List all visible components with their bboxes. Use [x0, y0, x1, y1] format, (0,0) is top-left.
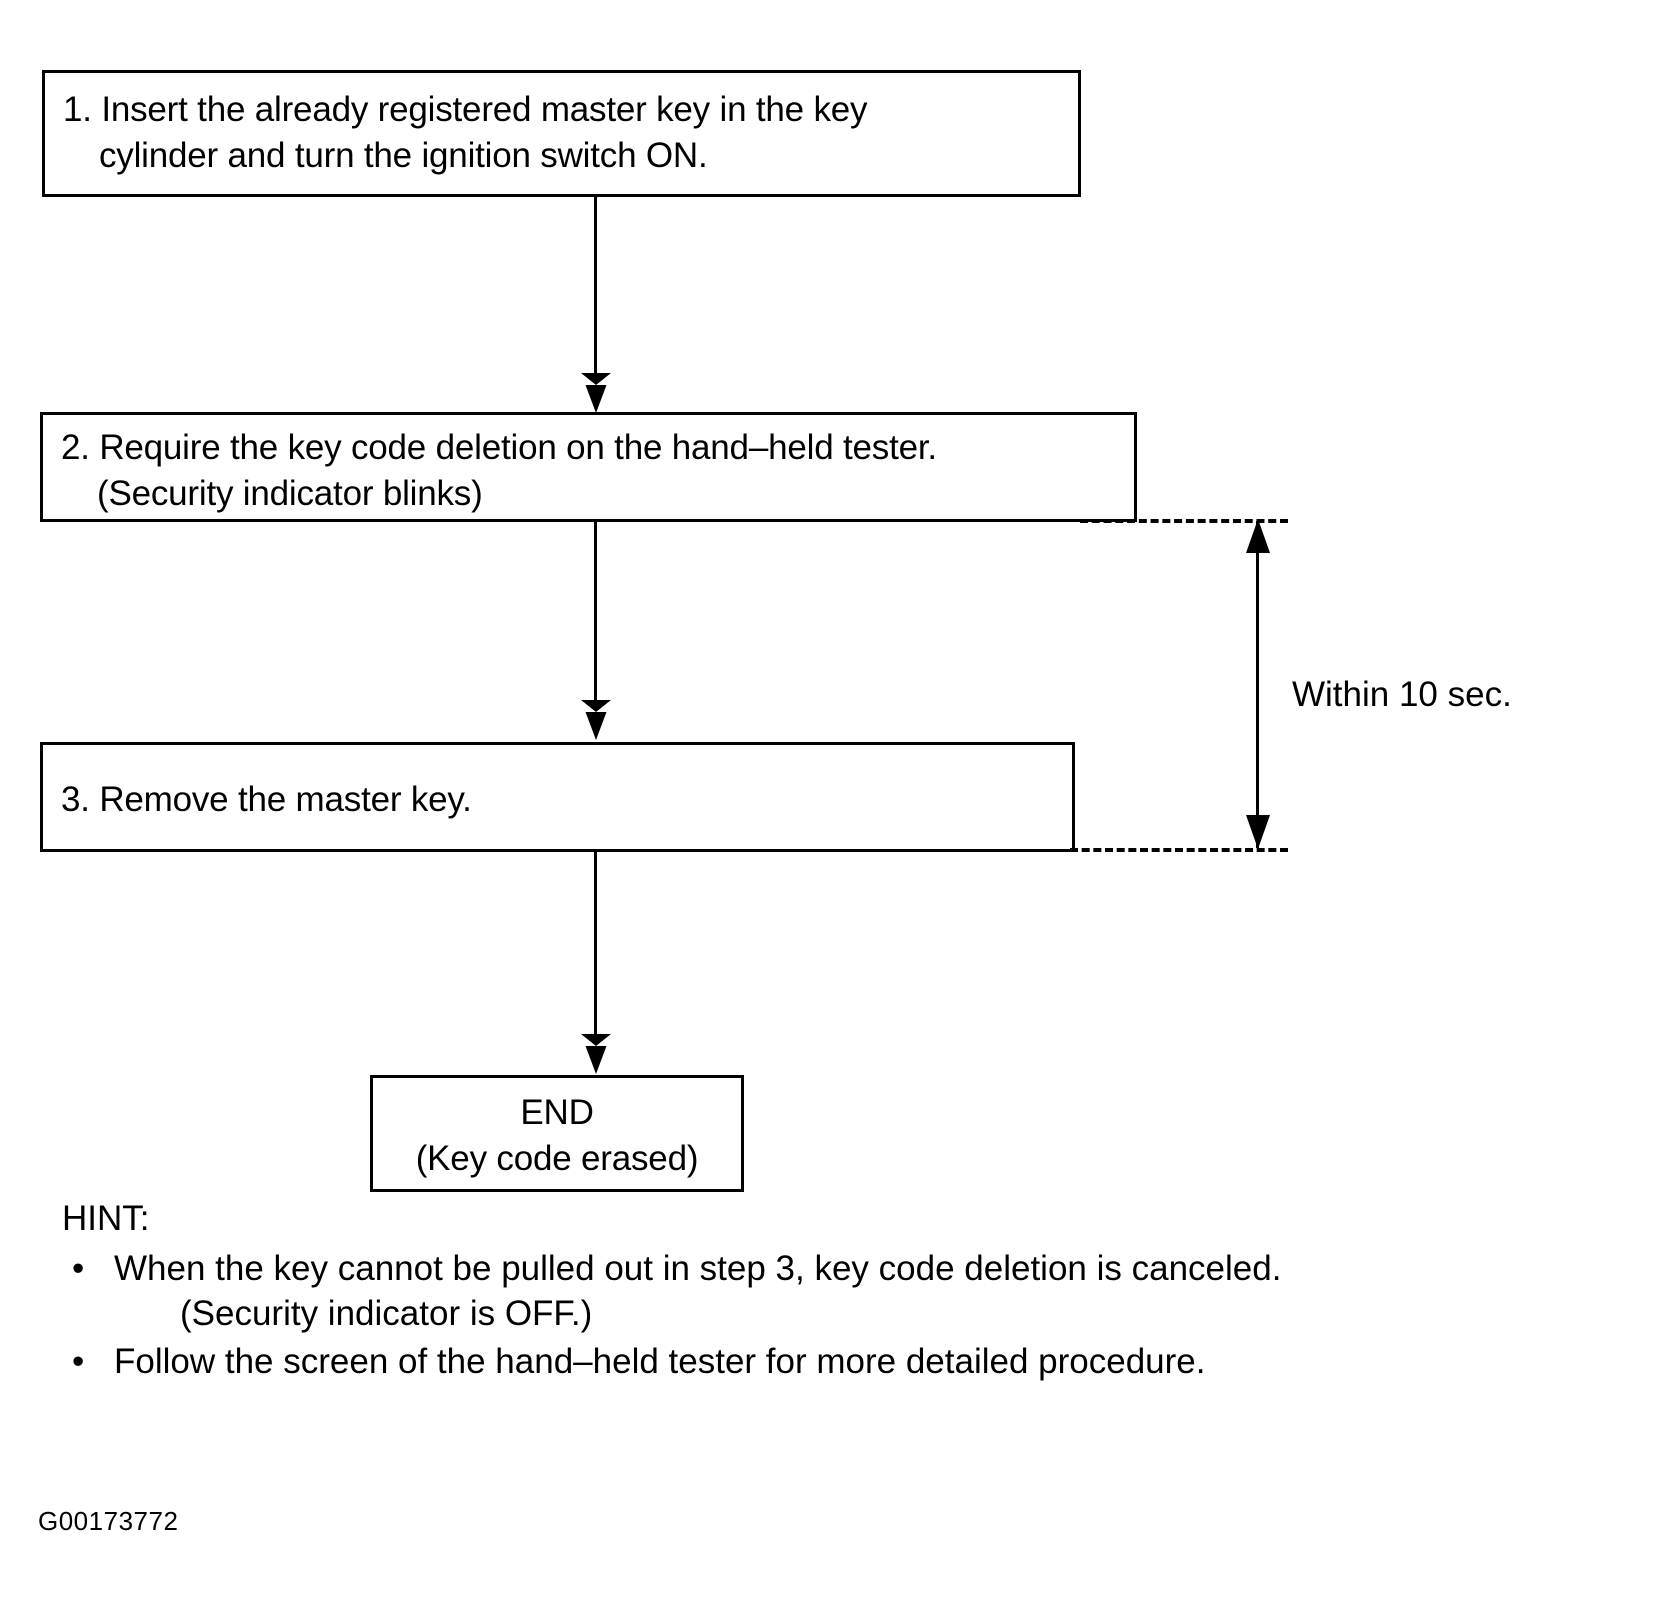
flowchart-node-end: END (Key code erased) — [370, 1075, 744, 1192]
bullet-icon: • — [72, 1341, 85, 1381]
hint-list-item: • Follow the screen of the hand–held tes… — [62, 1339, 1622, 1385]
arrow-notch-step1-step2 — [581, 373, 611, 385]
flowchart-node-step-1: 1. Insert the already registered master … — [42, 70, 1081, 197]
timing-leader-top-dashed-line — [1080, 519, 1288, 523]
bullet-icon: • — [72, 1248, 85, 1288]
step-3-line-1: 3. Remove the master key. — [61, 780, 472, 819]
hint-item-1-text: When the key cannot be pulled out in ste… — [114, 1248, 1282, 1288]
connector-step2-step3 — [594, 522, 597, 712]
end-node-line-2: (Key code erased) — [415, 1138, 699, 1178]
figure-code-label: G00173772 — [38, 1506, 179, 1536]
arrow-notch-step3-end — [581, 1034, 611, 1046]
arrow-notch-step2-step3 — [581, 700, 611, 712]
hint-item-2-text: Follow the screen of the hand–held teste… — [114, 1341, 1206, 1381]
step-1-line-1: 1. Insert the already registered master … — [63, 90, 868, 129]
timing-arrow-head-up-icon — [1246, 519, 1270, 553]
timing-annotation-label: Within 10 sec. — [1292, 675, 1512, 714]
flowchart-node-step-2: 2. Require the key code deletion on the … — [40, 412, 1137, 522]
timing-leader-bottom-dashed-line — [1070, 848, 1288, 852]
hint-block: HINT: • When the key cannot be pulled ou… — [62, 1196, 1622, 1384]
hint-title: HINT: — [62, 1199, 150, 1238]
timing-arrow-head-down-icon — [1246, 815, 1270, 849]
timing-dimension-line — [1256, 521, 1259, 848]
connector-step3-end — [594, 852, 597, 1044]
step-1-line-2: cylinder and turn the ignition switch ON… — [99, 135, 708, 175]
hint-list-item: • When the key cannot be pulled out in s… — [62, 1246, 1622, 1337]
end-node-line-1: END — [520, 1093, 594, 1132]
connector-step1-step2 — [594, 197, 597, 385]
step-2-line-2: (Security indicator blinks) — [97, 473, 483, 513]
step-2-line-1: 2. Require the key code deletion on the … — [61, 428, 937, 467]
flowchart-node-step-3: 3. Remove the master key. — [40, 742, 1075, 852]
hint-item-1-subtext: (Security indicator is OFF.) — [180, 1294, 593, 1333]
